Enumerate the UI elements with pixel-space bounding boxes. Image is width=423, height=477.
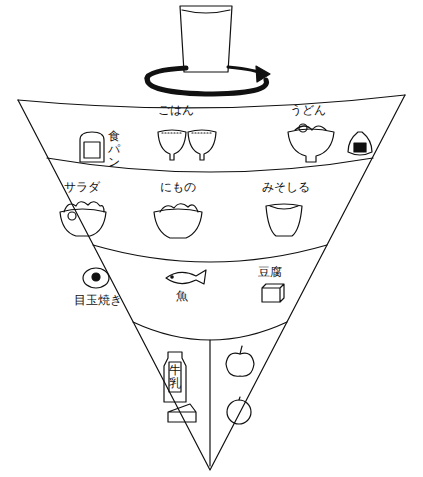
food-band: サラダ にもの みそしる — [45, 172, 375, 258]
rice — [162, 132, 212, 133]
food-band: 食パン ごはん うどん — [20, 100, 405, 172]
cone-outline — [18, 95, 405, 470]
band-divider — [133, 322, 287, 340]
cheese — [168, 404, 196, 422]
nimono-bowl — [154, 209, 202, 238]
bread — [84, 142, 100, 158]
food-label: ごはん — [158, 104, 194, 117]
egg-yolk — [92, 273, 100, 281]
rotation-arrow — [147, 68, 186, 78]
cup-rim — [182, 10, 230, 13]
food-band: 牛乳 — [130, 338, 290, 470]
salad-bowl — [60, 209, 106, 236]
miso-bowl — [266, 204, 302, 236]
udon-bowl — [288, 129, 334, 162]
band-divider — [93, 245, 327, 262]
fried-egg — [83, 268, 109, 288]
milk-bottle — [164, 352, 186, 402]
salad — [64, 202, 104, 212]
cup — [180, 6, 232, 72]
tofu — [262, 284, 284, 302]
food-label: 魚 — [176, 290, 188, 303]
food-label: にもの — [160, 181, 196, 194]
rice-bowl — [158, 130, 186, 160]
food-label: サラダ — [64, 181, 100, 194]
rotation-arrow — [147, 76, 266, 94]
food-band: 目玉焼き魚豆腐 — [90, 258, 330, 338]
orange-stem — [239, 397, 240, 400]
food-label: うどん — [290, 104, 326, 117]
food-label: 牛乳 — [169, 364, 181, 390]
band-divider — [209, 340, 210, 466]
fish-eye — [171, 276, 173, 278]
band-divider — [47, 158, 373, 172]
fish — [166, 270, 206, 284]
nori — [354, 143, 366, 152]
food-label: 豆腐 — [258, 266, 282, 279]
food-label: 目玉焼き — [74, 294, 122, 307]
apple-stem — [240, 346, 242, 354]
food-label: みそしる — [262, 181, 310, 194]
bottle-label — [169, 362, 181, 392]
onigiri — [348, 132, 372, 155]
food-label: 食パン — [108, 130, 120, 170]
orange — [227, 400, 251, 424]
rice-bowl — [188, 130, 216, 160]
apple — [226, 353, 254, 376]
nimono — [160, 204, 198, 212]
arrow-head — [256, 66, 270, 82]
udon-toppings — [299, 124, 307, 132]
cone-top — [18, 95, 405, 108]
bread — [80, 132, 104, 162]
miso-soup — [270, 206, 298, 209]
tomato — [68, 212, 76, 220]
